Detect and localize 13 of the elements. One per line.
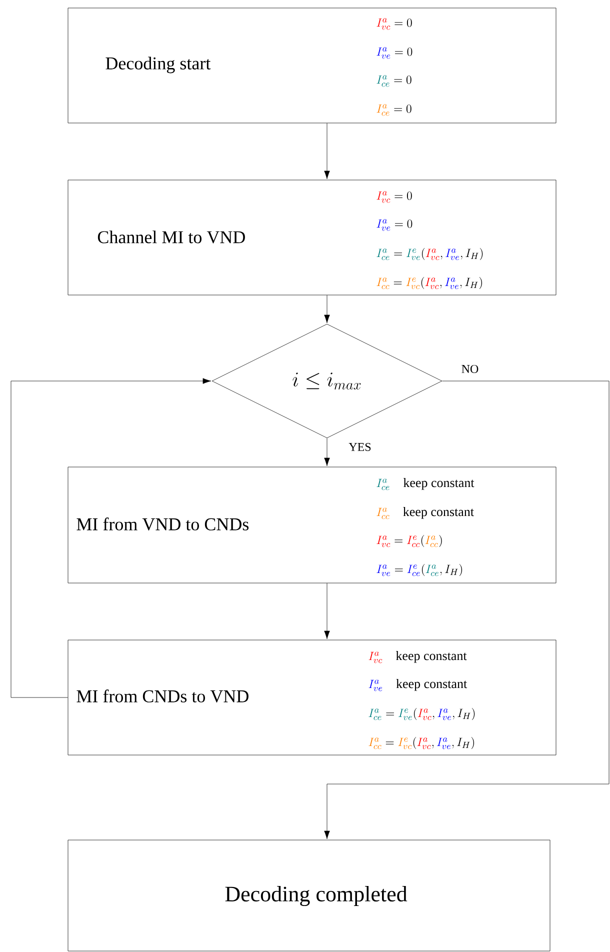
process-box: MI from CNDs to VND $\textcolor{red}{I^{a}_{vc}}\quad\mbox{keep constant}$ $\textcolor{blue}{I^{a}_{ve}}\quad\mbox{keep constant}$ $\textcolor{teal}{I^{a}_{ce}} = \textcolor{teal}{I^{e}_{ve}}(\textcolor{red}{I^{a}_{vc}}, \textcolor{blue}{I^{a}_{ve}}, I_{H})$ $\textcolor{orange}{I^{a}_{cc}} = \textcolor{orange}{I^{e}_{vc}}(\textcolor{red}{I^{a}_{vc}}, \textcolor{blue}{I^{a}_{ve}}, I_{H})$ (68, 640, 556, 756)
arrow (324, 583, 330, 640)
arrow (324, 123, 330, 180)
process-box: Decoding completed (68, 840, 550, 952)
arrow (324, 380, 610, 840)
arrow (324, 438, 330, 466)
edge-label: YES (348, 442, 372, 452)
process-box: Channel MI to VND $\textcolor{red}{I^{a}_{vc}} = 0$ $\textcolor{blue}{I^{a}_{ve}} = 0$ $\textcolor{teal}{I^{a}_{ce}} = \textcolor{teal}{I^{e}_{ve}}(\textcolor{red}{I^{a}_{vc}}, \textcolor{blue}{I^{a}_{ve}}, I_{H})$ $\textcolor{orange}{I^{a}_{cc}} = \textcolor{orange}{I^{e}_{vc}}(\textcolor{red}{I^{a}_{vc}}, \textcolor{blue}{I^{a}_{ve}}, I_{H})$ (68, 180, 556, 296)
arrow (324, 295, 330, 324)
arrow (10, 378, 212, 698)
process-box: Decoding start $\textcolor{red}{I^{a}_{vc}} = 0$ $\textcolor{blue}{I^{a}_{ve}} = 0$ $\textcolor{teal}{I^{a}_{ce}} = 0$ $\textcolor{orange}{I^{a}_{ce}} = 0$ (68, 8, 556, 124)
process-box: MI from VND to CNDs $\textcolor{teal}{I^{a}_{ce}}\quad\mbox{keep constant}$ $\textcolor{orange}{I^{a}_{cc}}\quad\mbox{keep constant}$ $\textcolor{red}{I^{a}_{vc}} = \textcolor{red}{I^{e}_{cc}}(\textcolor{orange}{I^{a}_{cc}})$ $\textcolor{blue}{I^{a}_{ve}} = \textcolor{blue}{I^{e}_{ce}}(\textcolor{teal}{I^{a}_{ce}}, I_{H})$ (68, 466, 556, 584)
edge-label: NO (460, 364, 480, 374)
